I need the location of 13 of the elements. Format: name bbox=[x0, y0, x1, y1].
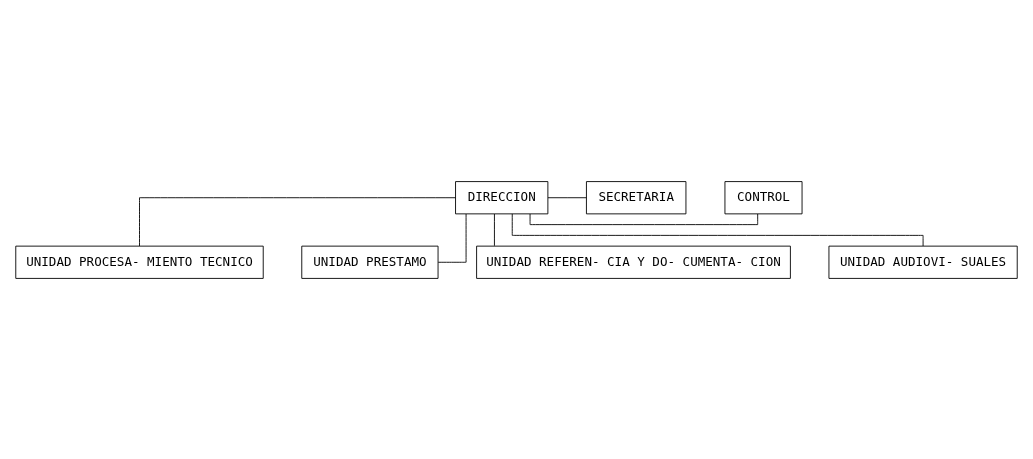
node-box: DIRECCION bbox=[455, 180, 549, 214]
connector bbox=[547, 196, 587, 198]
node-box: UNIDAD REFEREN- CIA Y DO- CUMENTA- CION bbox=[476, 245, 791, 279]
connector bbox=[139, 196, 456, 246]
connector bbox=[494, 213, 495, 246]
node-box: SECRETARIA bbox=[585, 180, 687, 214]
connector bbox=[529, 213, 759, 225]
node-box: CONTROL bbox=[724, 180, 803, 214]
connector bbox=[437, 213, 467, 263]
connector bbox=[511, 212, 924, 246]
node-box: UNIDAD PRESTAMO bbox=[301, 245, 439, 279]
node-box: UNIDAD PROCESA- MIENTO TECNICO bbox=[15, 245, 264, 279]
node-box: UNIDAD AUDIOVI- SUALES bbox=[828, 245, 1018, 279]
